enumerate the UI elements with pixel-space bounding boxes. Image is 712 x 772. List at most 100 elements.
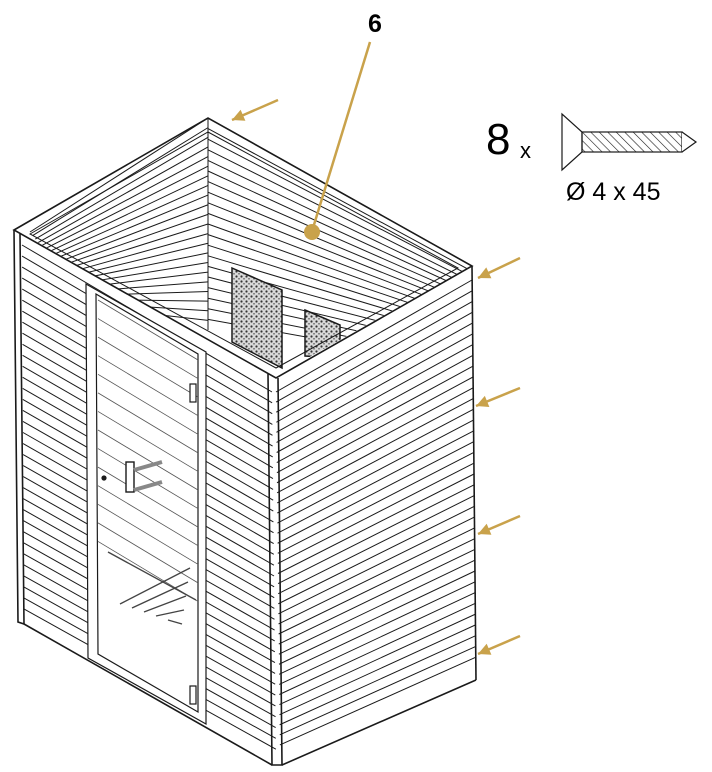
back-board: [207, 149, 473, 283]
cabin-frame-outline: [12, 117, 477, 766]
right-board: [276, 365, 474, 474]
arrow-icon: [477, 634, 521, 656]
callout-leader-line: [311, 41, 372, 229]
right-board: [277, 495, 475, 595]
back-board: [32, 127, 209, 236]
interior-board: [97, 318, 199, 379]
right-board: [277, 441, 474, 544]
back-board: [40, 156, 209, 247]
screw-dimension: Ø 4 x 45: [566, 178, 661, 206]
arrow-head: [478, 267, 492, 279]
part-number-label: 6: [368, 10, 382, 38]
back-board: [207, 159, 473, 288]
bench-slat: [131, 581, 189, 609]
back-board: [50, 194, 209, 261]
right-board: [275, 279, 473, 393]
interior-board: [97, 373, 199, 435]
callout-dot: [304, 224, 320, 240]
right-wall-face: [272, 266, 476, 765]
interior-board: [97, 299, 199, 361]
right-board: [277, 484, 475, 585]
right-board: [277, 473, 475, 574]
right-board: [279, 635, 476, 726]
arrow-icon: [477, 256, 521, 280]
right-board: [276, 333, 473, 443]
right-board: [276, 387, 474, 494]
right-board: [278, 559, 476, 655]
bottom-left-edge: [23, 623, 273, 766]
screw-quantity: 8: [486, 115, 511, 164]
arrow-head: [232, 109, 246, 121]
back-board: [207, 170, 473, 293]
interior-board: [97, 466, 199, 528]
screw-multiplier: x: [520, 138, 531, 163]
right-wall-boards: [272, 266, 477, 765]
back-board: [37, 146, 209, 244]
back-board: [207, 128, 473, 272]
back-board: [29, 117, 209, 233]
right-board: [276, 344, 473, 453]
bench-slat: [143, 595, 187, 613]
right-board: [277, 451, 475, 554]
glass-door: [85, 282, 207, 726]
screw-location-arrows: [231, 98, 521, 656]
interior-board: [97, 392, 199, 454]
bottom-right-edge: [281, 679, 477, 766]
arrow-icon: [475, 386, 521, 408]
arrow-head: [476, 395, 490, 408]
left-corner-post: [13, 229, 25, 626]
right-board: [276, 311, 473, 423]
right-board: [276, 322, 473, 433]
back-board: [53, 204, 209, 265]
arrow-icon: [477, 514, 521, 536]
right-board: [276, 355, 474, 464]
back-board: [35, 136, 209, 240]
arrow-head: [478, 643, 492, 655]
back-board: [61, 233, 209, 276]
right-board: [278, 538, 475, 635]
arrow-head: [478, 523, 492, 535]
back-board: [207, 138, 473, 278]
right-board: [277, 430, 474, 534]
back-board: [42, 165, 209, 251]
back-board: [48, 184, 209, 258]
right-board: [278, 527, 475, 625]
heater-panels: [231, 266, 341, 370]
top-rim-inner: [28, 131, 460, 369]
right-board: [279, 656, 477, 746]
back-board: [207, 181, 473, 299]
right-board: [279, 645, 476, 736]
right-board: [275, 301, 473, 413]
back-board: [45, 175, 209, 254]
door-hinge: [189, 383, 197, 403]
right-board: [279, 613, 476, 706]
right-board: [276, 376, 474, 484]
handle-bar: [133, 480, 163, 492]
right-board: [278, 581, 476, 675]
door-glass: [95, 292, 199, 714]
bench-slat: [119, 567, 191, 605]
right-board: [278, 570, 476, 665]
interior-board: [97, 411, 199, 472]
interior-board: [97, 485, 199, 547]
right-board: [279, 592, 476, 685]
right-board: [277, 462, 475, 564]
interior-board: [97, 448, 199, 509]
door-hinge: [189, 685, 197, 705]
right-board: [278, 516, 475, 615]
right-board: [277, 419, 474, 524]
countersunk-screw-icon: [561, 112, 698, 172]
right-board: [275, 290, 473, 403]
bench-slat: [167, 619, 183, 625]
heater-panel: [231, 266, 283, 370]
right-edge: [471, 265, 477, 681]
interior-board: [97, 336, 199, 398]
right-board: [279, 624, 476, 716]
door-lock: [101, 475, 107, 481]
interior-board: [97, 503, 199, 565]
handle-bar: [133, 460, 163, 472]
arrow-icon: [231, 98, 279, 122]
door-frame: [85, 282, 207, 726]
